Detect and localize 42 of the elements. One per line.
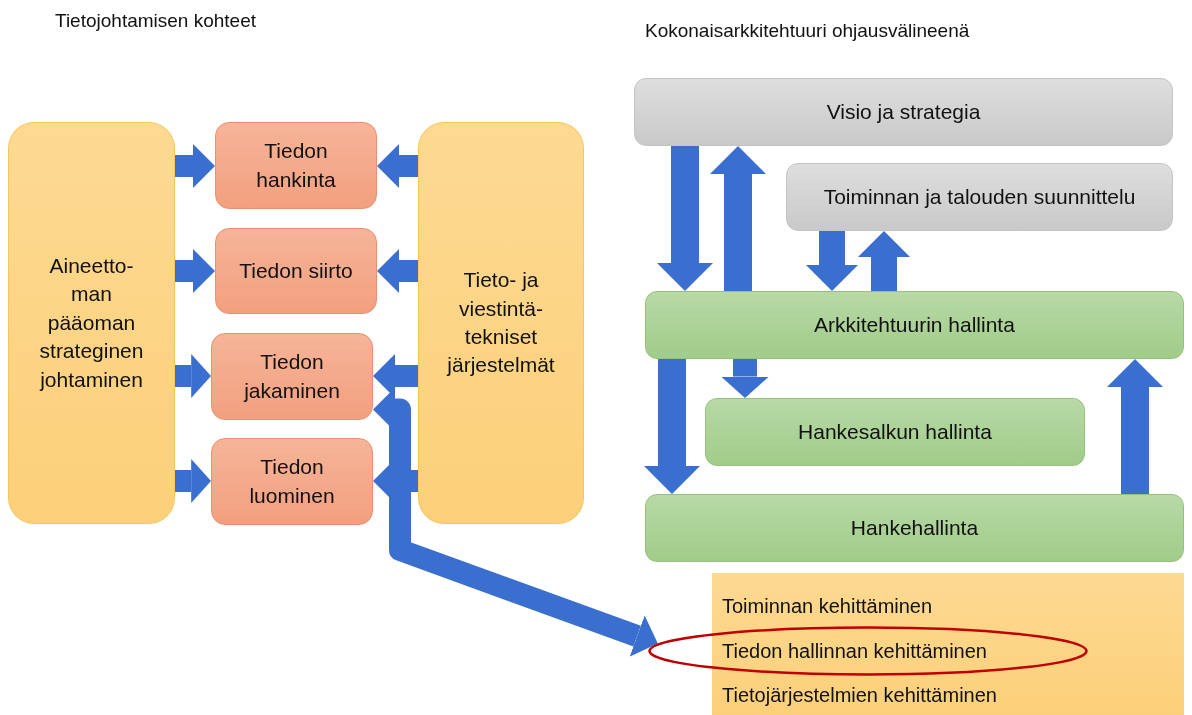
- rounded-box: [8, 122, 175, 524]
- block-arrow: [175, 144, 215, 188]
- box-label: Tiedon luominen: [248, 454, 336, 509]
- box-label: Toiminnan kehittäminen: [722, 594, 933, 619]
- highlight-ellipse: [648, 626, 1088, 676]
- rounded-box: [418, 122, 584, 524]
- box-label: Visio ja strategia: [826, 98, 981, 125]
- box-label: Tieto- ja viestintä- tekniset järjestelmät: [445, 267, 556, 379]
- block-arrow: [377, 249, 418, 293]
- heading: Kokonaisarkkitehtuuri ohjausvälineenä: [645, 20, 970, 42]
- rounded-box: [211, 438, 373, 525]
- heading: Tietojohtamisen kohteet: [55, 10, 257, 32]
- box-label: Tiedon hankinta: [255, 138, 337, 193]
- block-arrow: [175, 354, 211, 398]
- rounded-box: [211, 333, 373, 420]
- box-label: Aineetto- man pääoman strateginen johtaminen: [38, 253, 145, 393]
- block-arrow: [806, 231, 858, 291]
- rounded-box: [645, 291, 1184, 359]
- block-arrow: [377, 144, 418, 188]
- block-arrow: [721, 359, 769, 398]
- text-panel: [712, 573, 1184, 715]
- block-arrow: [657, 146, 713, 291]
- box-label: Tietojärjestelmien kehittäminen: [722, 683, 997, 708]
- block-arrow: [175, 459, 211, 503]
- rounded-box: [634, 78, 1173, 146]
- rounded-box: [705, 398, 1085, 466]
- rounded-box: [215, 228, 377, 314]
- rounded-box: [215, 122, 377, 209]
- block-arrow: [1107, 359, 1163, 494]
- block-arrow: [858, 231, 910, 291]
- block-arrow: [644, 359, 700, 494]
- box-label: Hankehallinta: [850, 514, 979, 541]
- box-label: Tiedon jakaminen: [242, 349, 341, 404]
- rounded-box: [786, 163, 1173, 231]
- box-label: Arkkitehtuurin hallinta: [814, 311, 1015, 338]
- box-label: Tiedon hallinnan kehittäminen: [722, 638, 987, 664]
- block-arrow: [175, 249, 215, 293]
- block-arrow: [710, 146, 766, 291]
- box-label: Hankesalkun hallinta: [798, 418, 992, 445]
- box-label: Tiedon siirto: [239, 257, 353, 284]
- rounded-box: [645, 494, 1184, 562]
- box-label: Toiminnan ja talouden suunnittelu: [823, 183, 1136, 210]
